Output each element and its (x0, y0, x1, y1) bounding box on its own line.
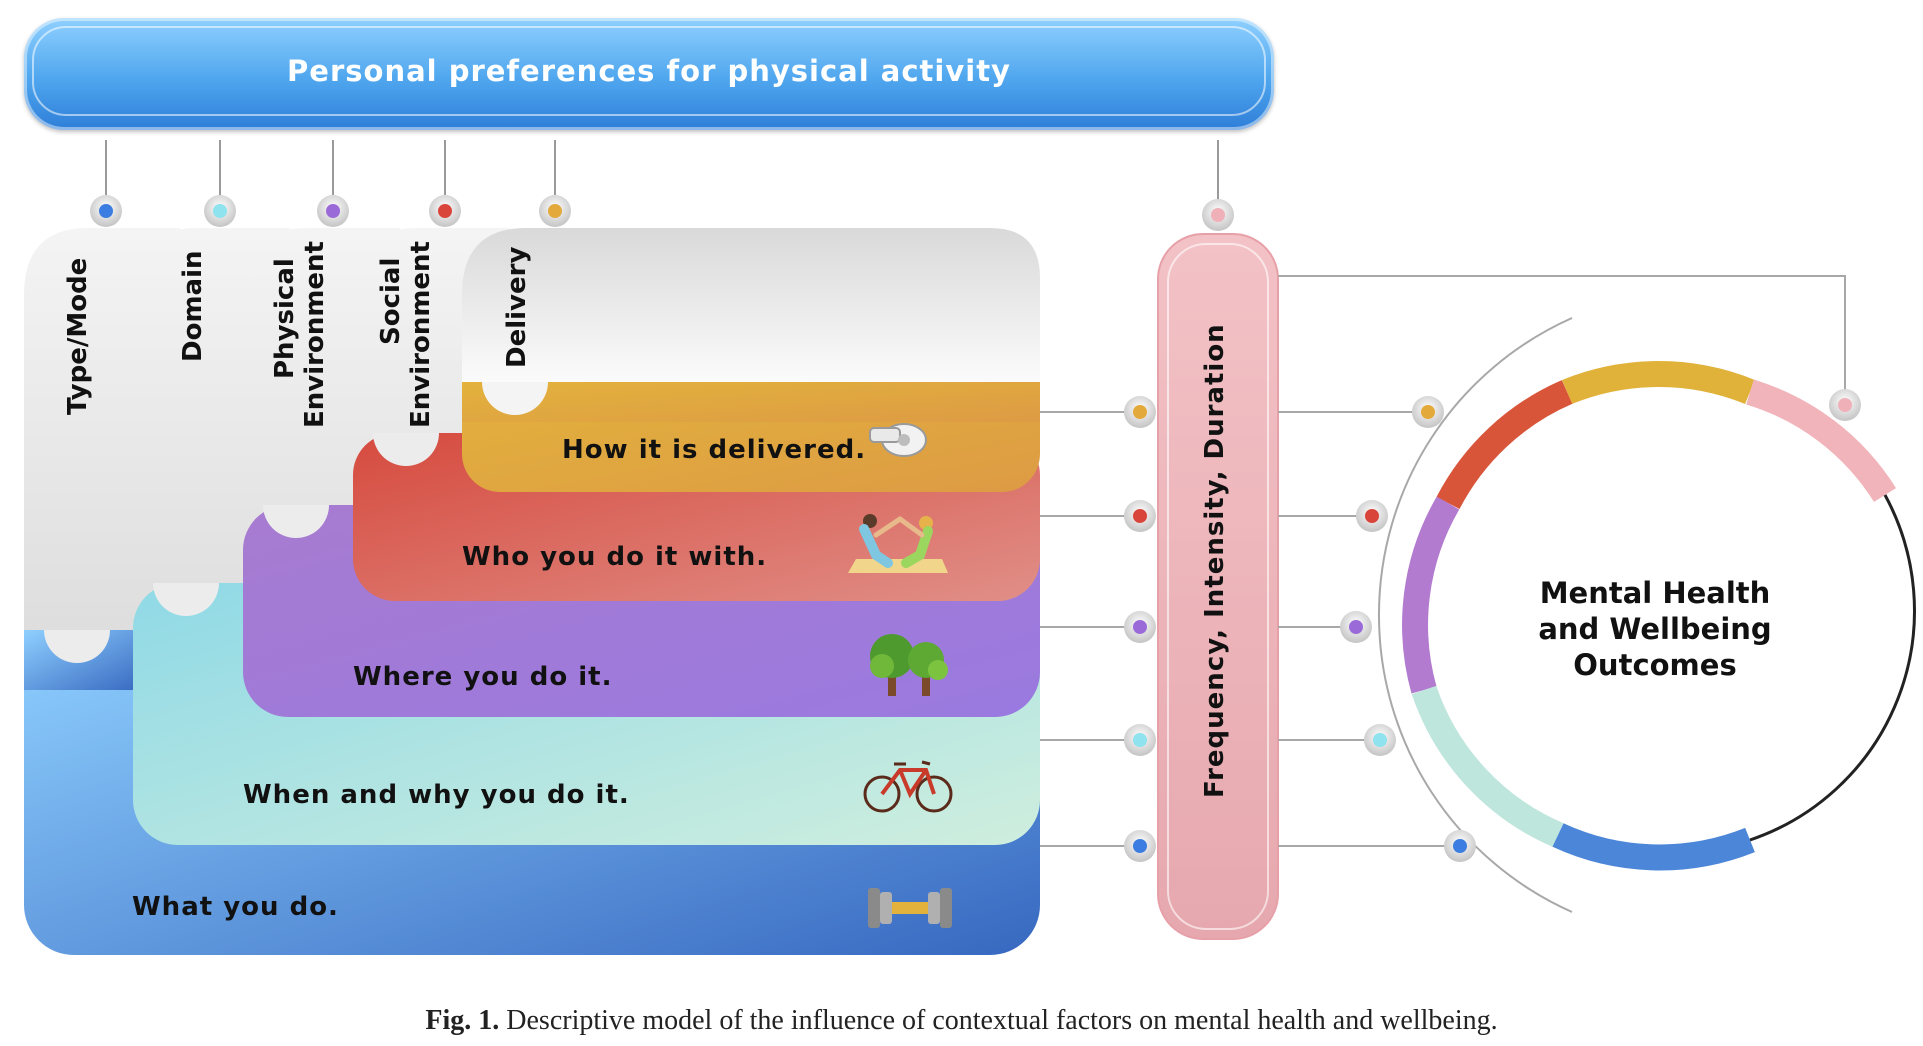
notch-type (44, 630, 110, 663)
dot-layer-when (1124, 724, 1156, 756)
notch-social (373, 433, 439, 466)
column-label-type-mode: Type/Mode (63, 258, 93, 416)
dot-social-env (429, 195, 461, 227)
partner-yoga-icon (848, 514, 948, 573)
layer-label-what: What you do. (132, 892, 339, 922)
header-connectors (105, 140, 1219, 200)
figure-number: Fig. 1. (425, 1005, 500, 1036)
column-label-physical-env: Physical Environment (270, 241, 330, 428)
notch-domain (153, 583, 219, 616)
dot-frequency (1202, 199, 1234, 231)
frequency-bar (1157, 233, 1279, 940)
dot-outcome-who (1356, 500, 1388, 532)
dot-outcome-when (1364, 724, 1396, 756)
dumbbell-icon (868, 888, 952, 928)
dot-delivery (539, 195, 571, 227)
dot-domain (204, 195, 236, 227)
dot-layer-what (1124, 830, 1156, 862)
preferences-header-inner: Personal preferences for physical activi… (32, 26, 1266, 116)
dot-layer-where (1124, 611, 1156, 643)
dot-layer-how (1124, 396, 1156, 428)
frequency-label: Frequency, Intensity, Duration (1200, 323, 1230, 798)
dot-outcome-how (1412, 396, 1444, 428)
notch-delivery (482, 382, 548, 415)
preferences-title: Personal preferences for physical activi… (287, 54, 1011, 88)
bicycle-icon (863, 760, 953, 813)
dot-physical-env (317, 195, 349, 227)
connector-dots (90, 195, 1861, 862)
dot-outcome-what (1444, 830, 1476, 862)
column-label-social-env: Social Environment (376, 241, 436, 428)
outcome-ring (1402, 361, 1916, 871)
outcome-connectors (1278, 275, 1846, 913)
dot-layer-who (1124, 500, 1156, 532)
layer-connectors (1040, 411, 1140, 847)
dot-outcome-frequency (1829, 389, 1861, 421)
column-label-domain: Domain (178, 250, 208, 362)
column-label-delivery: Delivery (502, 246, 532, 368)
notch-physical (263, 505, 329, 538)
layer-label-who: Who you do it with. (462, 542, 768, 572)
layer-label-when-why: When and why you do it. (243, 780, 630, 810)
figure-caption: Fig. 1. Descriptive model of the influen… (0, 1005, 1923, 1037)
trees-icon (870, 634, 948, 696)
dot-type-mode (90, 195, 122, 227)
tab-delivery (462, 228, 1040, 400)
whistle-icon (869, 423, 927, 457)
caption-text: Descriptive model of the influence of co… (499, 1005, 1498, 1036)
outcome-title: Mental Health and Wellbeing Outcomes (1538, 576, 1772, 682)
preferences-header: Personal preferences for physical activi… (24, 18, 1274, 130)
dot-outcome-where (1340, 611, 1372, 643)
layer-label-how: How it is delivered. (562, 435, 867, 465)
layer-label-where: Where you do it. (353, 662, 613, 692)
